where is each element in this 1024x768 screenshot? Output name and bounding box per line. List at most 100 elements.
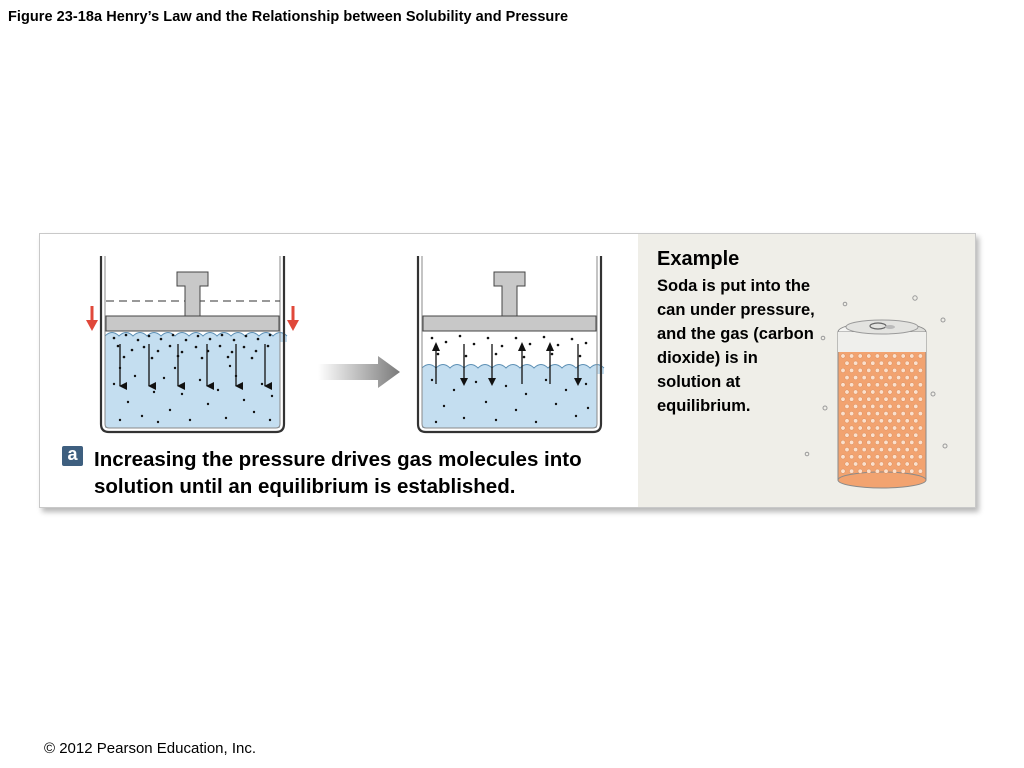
soda-bubble <box>853 432 859 438</box>
soda-bubble <box>874 439 880 445</box>
soda-bubble <box>874 425 880 431</box>
soda-bubble <box>900 454 906 460</box>
soda-bubble <box>866 382 872 388</box>
soda-bubble <box>840 425 846 431</box>
soda-bubble <box>917 454 923 460</box>
soda-bubble <box>900 439 906 445</box>
soda-bubbles <box>840 353 923 474</box>
soda-can <box>804 295 948 489</box>
soda-bubble <box>861 461 867 467</box>
soda-bubble <box>866 396 872 402</box>
soda-bubble <box>900 396 906 402</box>
soda-bubble <box>866 468 872 474</box>
soda-bubble <box>896 389 902 395</box>
soda-bubble <box>844 447 850 453</box>
soda-bubble <box>849 439 855 445</box>
soda-bubble <box>861 403 867 409</box>
soda-bubble <box>878 461 884 467</box>
soda-bubble <box>853 403 859 409</box>
soda-bubble <box>861 375 867 381</box>
soda-bubble <box>878 447 884 453</box>
soda-bubble <box>883 425 889 431</box>
soda-bubble <box>874 411 880 417</box>
soda-bubble <box>870 447 876 453</box>
soda-bubble <box>840 353 846 359</box>
soda-bubble <box>904 418 910 424</box>
soda-bubble <box>913 375 919 381</box>
soda-bubble <box>870 375 876 381</box>
soda-bubble <box>853 461 859 467</box>
soda-bubble <box>887 432 893 438</box>
pressure-arrow-left <box>86 306 98 331</box>
soda-bubble <box>849 382 855 388</box>
soda-bubble <box>887 389 893 395</box>
soda-bubble <box>887 447 893 453</box>
soda-bubble <box>917 396 923 402</box>
figure-panel: Example Soda is put into the can under p… <box>39 233 976 508</box>
piston-right <box>422 315 597 332</box>
soda-bubble <box>840 411 846 417</box>
soda-bubble <box>861 432 867 438</box>
soda-bubble <box>913 360 919 366</box>
soda-bubble <box>883 439 889 445</box>
soda-bubble <box>861 418 867 424</box>
soda-bubble <box>866 367 872 373</box>
liquid-left <box>105 336 280 428</box>
soda-bubble <box>917 411 923 417</box>
soda-bubble <box>840 439 846 445</box>
soda-bubble <box>844 461 850 467</box>
soda-bubble <box>874 367 880 373</box>
soda-bubble <box>853 389 859 395</box>
soda-bubble <box>883 367 889 373</box>
soda-bubble <box>849 454 855 460</box>
copyright-notice: © 2012 Pearson Education, Inc. <box>44 740 257 757</box>
soda-bubble <box>909 353 915 359</box>
soda-bubble <box>896 418 902 424</box>
soda-bubble <box>896 461 902 467</box>
soda-bubble <box>866 425 872 431</box>
soda-bubble <box>853 418 859 424</box>
soda-bubble <box>917 367 923 373</box>
soda-bubble <box>849 411 855 417</box>
soda-bubble <box>861 360 867 366</box>
container-after <box>416 256 605 434</box>
soda-bubble <box>874 353 880 359</box>
soda-bubble <box>909 454 915 460</box>
soda-bubble <box>853 375 859 381</box>
soda-bubble <box>844 360 850 366</box>
soda-bubble <box>878 389 884 395</box>
soda-bubble <box>878 432 884 438</box>
soda-bubble <box>874 468 880 474</box>
soda-bubble <box>904 432 910 438</box>
soda-bubble <box>900 411 906 417</box>
soda-bubble <box>874 396 880 402</box>
soda-bubble <box>909 425 915 431</box>
soda-bubble <box>917 439 923 445</box>
soda-bubble <box>857 411 863 417</box>
soda-bubble <box>861 389 867 395</box>
soda-bubble <box>892 411 898 417</box>
soda-bubble <box>896 360 902 366</box>
soda-bubble <box>857 382 863 388</box>
soda-bubble <box>904 375 910 381</box>
soda-bubble <box>866 454 872 460</box>
soda-bubble <box>913 461 919 467</box>
soda-bubble <box>857 468 863 474</box>
soda-bubble <box>904 447 910 453</box>
soda-bubble <box>896 403 902 409</box>
soda-bubble <box>892 468 898 474</box>
soda-bubble <box>849 353 855 359</box>
soda-bubble <box>857 396 863 402</box>
example-heading: Example <box>657 248 740 270</box>
soda-bubble <box>849 367 855 373</box>
transition-arrow <box>318 356 400 388</box>
soda-bubble <box>909 367 915 373</box>
soda-bubble <box>896 375 902 381</box>
soda-bubble <box>870 389 876 395</box>
soda-bubble <box>896 432 902 438</box>
soda-bubble <box>887 360 893 366</box>
soda-bubble <box>849 468 855 474</box>
soda-bubble <box>887 418 893 424</box>
soda-bubble <box>892 425 898 431</box>
soda-bubble <box>878 418 884 424</box>
